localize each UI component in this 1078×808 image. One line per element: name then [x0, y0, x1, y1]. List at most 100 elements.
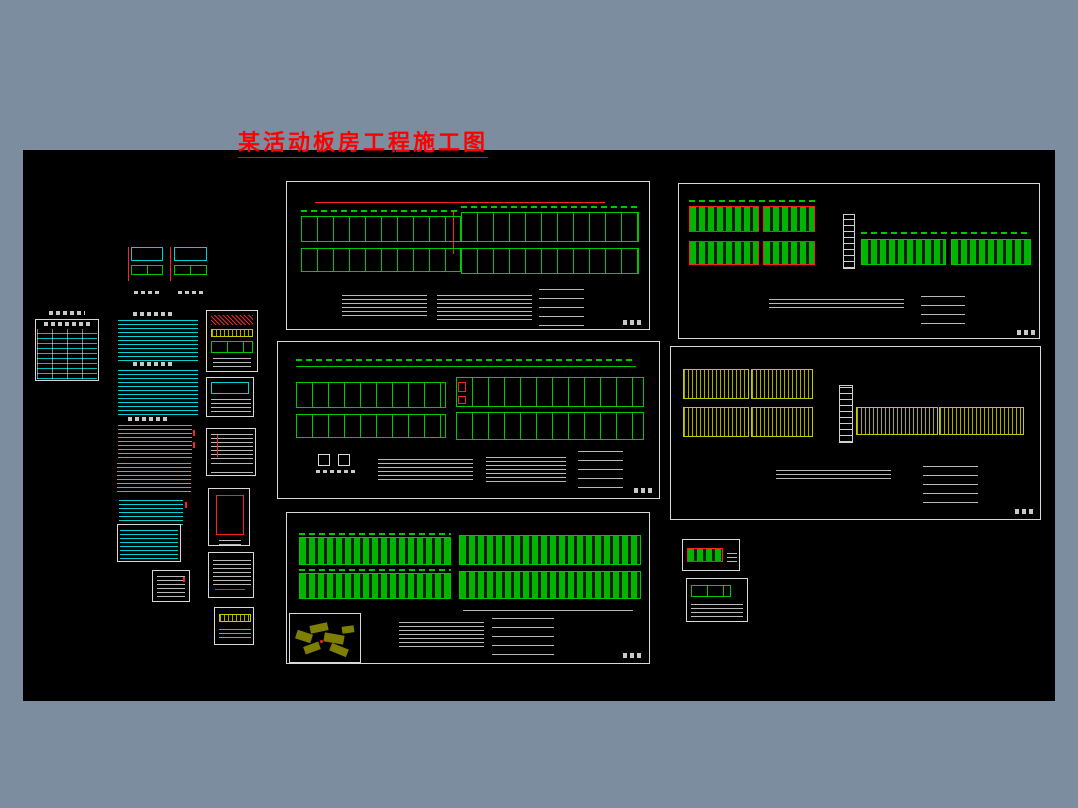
small-sheet	[686, 578, 748, 622]
schedule-title	[133, 312, 173, 316]
unit-strip	[299, 537, 451, 565]
dim-labels	[689, 200, 815, 202]
panel-units-bottom	[286, 512, 650, 664]
detail-box	[206, 377, 254, 417]
hatch-band	[683, 407, 749, 437]
dim-labels	[861, 232, 1031, 234]
unit-strip	[861, 239, 946, 265]
detail-outline	[174, 247, 207, 261]
schedule-table	[118, 369, 198, 415]
table-rows	[219, 626, 251, 638]
unit-strip	[687, 548, 723, 562]
schedule-title	[128, 417, 168, 421]
detail-box	[206, 310, 258, 372]
unit-strip	[299, 573, 451, 599]
plan-row	[296, 414, 446, 438]
note-text	[219, 539, 241, 545]
detail-rows	[131, 265, 163, 275]
sheet-label	[623, 653, 643, 658]
plan-row	[461, 248, 639, 274]
note-text	[342, 294, 427, 316]
unit-strip	[951, 239, 1031, 265]
building-block	[341, 625, 355, 634]
plan-row	[691, 585, 731, 597]
panel-floor-plan-top	[286, 181, 650, 330]
unit-strip	[459, 535, 641, 565]
red-detail-box	[216, 495, 244, 535]
dim-line	[296, 366, 636, 367]
hatch-band	[751, 407, 813, 437]
table-rows	[120, 529, 178, 559]
dim-labels	[299, 569, 451, 571]
panel-floor-plan-middle	[277, 341, 660, 499]
hatch-band	[751, 369, 813, 399]
building-block	[329, 642, 349, 658]
detail-caption	[134, 291, 162, 294]
dim-labels	[461, 206, 639, 208]
note-text	[213, 357, 251, 367]
red-tick	[193, 442, 195, 448]
red-tick	[185, 502, 187, 508]
detail-outline	[211, 382, 249, 394]
red-tick	[183, 577, 185, 582]
detail-drawing	[170, 243, 212, 300]
unit-strip	[689, 206, 759, 232]
schedule-table	[117, 462, 191, 492]
note-text	[691, 603, 743, 617]
panel-units-top-right	[678, 183, 1040, 339]
stair-ladder	[839, 385, 853, 443]
detail-box	[206, 428, 256, 476]
drawing-canvas	[23, 150, 1055, 701]
sheet-label	[623, 320, 643, 325]
hatch-band	[939, 407, 1024, 435]
legend-caption	[316, 470, 356, 473]
red-reference-line	[315, 202, 605, 203]
sheet-label	[1015, 509, 1033, 514]
note-text	[211, 433, 253, 459]
unit-strip	[763, 241, 815, 265]
hatch-band	[856, 407, 938, 435]
plan-row	[296, 382, 446, 408]
hatch-band	[211, 329, 253, 337]
sheet-label	[1017, 330, 1035, 335]
red-detail-box	[458, 382, 466, 392]
legend-swatch	[338, 454, 350, 466]
unit-strip	[763, 206, 815, 232]
panel-roof-middle-right	[670, 346, 1041, 520]
note-text	[211, 398, 251, 412]
plan-row	[456, 377, 644, 407]
small-sheet	[682, 539, 740, 571]
note-list	[923, 459, 978, 503]
unit-strip	[459, 571, 641, 599]
note-text	[378, 456, 473, 480]
detail-box	[214, 607, 254, 645]
stair-ladder	[843, 214, 855, 269]
detail-outline	[131, 247, 163, 261]
dim-labels	[296, 359, 636, 361]
hatch-band	[219, 614, 251, 622]
schedule-table-boxed	[117, 524, 181, 562]
drawing-list-table	[35, 319, 99, 381]
red-tick	[193, 430, 195, 436]
note-text	[486, 454, 566, 482]
site-plan	[289, 613, 361, 663]
site-marker	[320, 640, 323, 643]
note-text	[769, 296, 904, 308]
detail-box	[208, 552, 254, 598]
note-list	[921, 288, 965, 324]
dim-line	[128, 247, 129, 281]
small-table	[152, 570, 190, 602]
red-detail-box	[458, 396, 466, 404]
note-list	[539, 286, 584, 326]
dim-line	[217, 435, 218, 457]
note-text	[776, 467, 891, 479]
schedule-table	[118, 319, 198, 361]
dim-line	[170, 247, 171, 281]
note-list	[492, 615, 554, 655]
schedule-title	[133, 362, 173, 366]
note-text	[213, 559, 251, 585]
row-caption	[463, 603, 633, 611]
note-text	[399, 621, 484, 647]
note-text	[727, 550, 737, 562]
